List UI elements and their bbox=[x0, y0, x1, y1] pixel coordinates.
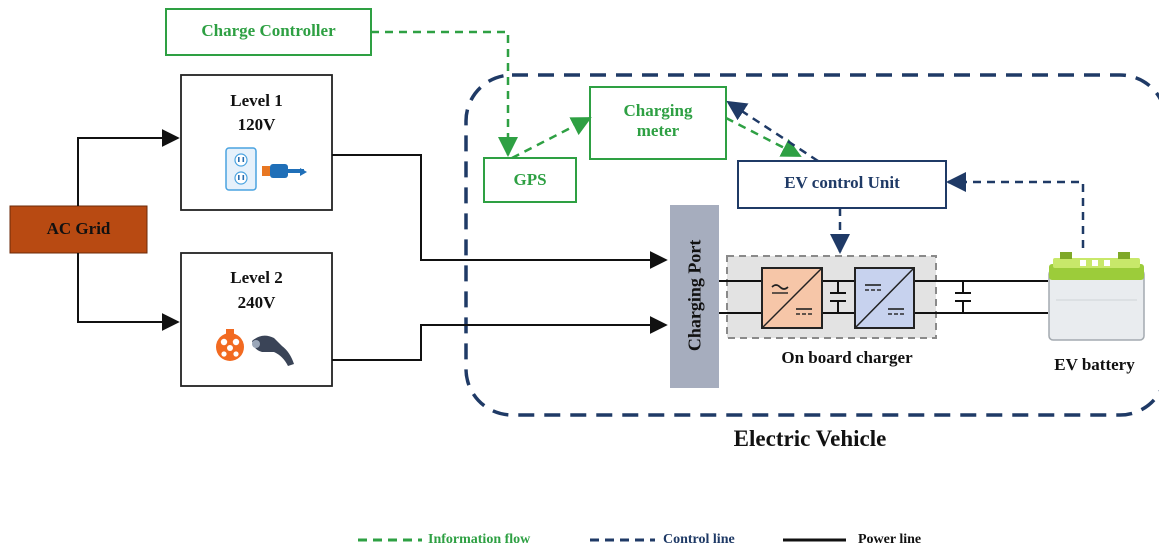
ac-grid-label: AC Grid bbox=[46, 219, 111, 238]
wall-outlet-icon bbox=[225, 147, 257, 191]
electric-vehicle-label: Electric Vehicle bbox=[733, 426, 887, 451]
ev-control-unit-box bbox=[737, 160, 947, 209]
level2-box bbox=[180, 252, 333, 387]
ev-battery-icon bbox=[1048, 252, 1145, 341]
charging-gun-icon bbox=[252, 335, 294, 366]
legend-control-line: Control line bbox=[663, 532, 735, 547]
power-lines-grid bbox=[77, 129, 180, 331]
electric-vehicle-boundary bbox=[464, 73, 1159, 417]
charge-controller-label: Charge Controller bbox=[201, 21, 336, 40]
level1-voltage: 120V bbox=[237, 115, 276, 134]
legend-information-flow: Information flow bbox=[428, 532, 531, 547]
power-lines-charger bbox=[719, 280, 1048, 314]
level1-title: Level 1 bbox=[230, 91, 283, 110]
charging-port-bar bbox=[670, 205, 719, 388]
gps-box bbox=[483, 157, 577, 203]
ev-battery-label: EV battery bbox=[1054, 355, 1135, 374]
information-flow-lines bbox=[371, 30, 802, 160]
dc-dc-converter-icon bbox=[854, 267, 915, 329]
control-lines bbox=[726, 100, 1085, 254]
gps-label: GPS bbox=[513, 170, 547, 189]
level2-title: Level 2 bbox=[230, 268, 283, 287]
charging-port-label: Charging Port bbox=[684, 239, 705, 352]
charging-meter-label: Charging meter bbox=[623, 101, 693, 140]
legend-power-line: Power line bbox=[858, 532, 922, 547]
j1772-connector-icon bbox=[216, 329, 244, 361]
level2-voltage: 240V bbox=[237, 293, 276, 312]
ev-control-unit-label: EV control Unit bbox=[784, 173, 900, 192]
power-lines-to-port bbox=[332, 154, 668, 361]
plug-icon bbox=[262, 164, 307, 178]
ac-dc-converter-icon bbox=[761, 267, 823, 329]
charge-controller-box bbox=[165, 8, 372, 56]
charging-meter-box bbox=[589, 86, 727, 160]
on-board-charger-label: On board charger bbox=[781, 348, 913, 367]
